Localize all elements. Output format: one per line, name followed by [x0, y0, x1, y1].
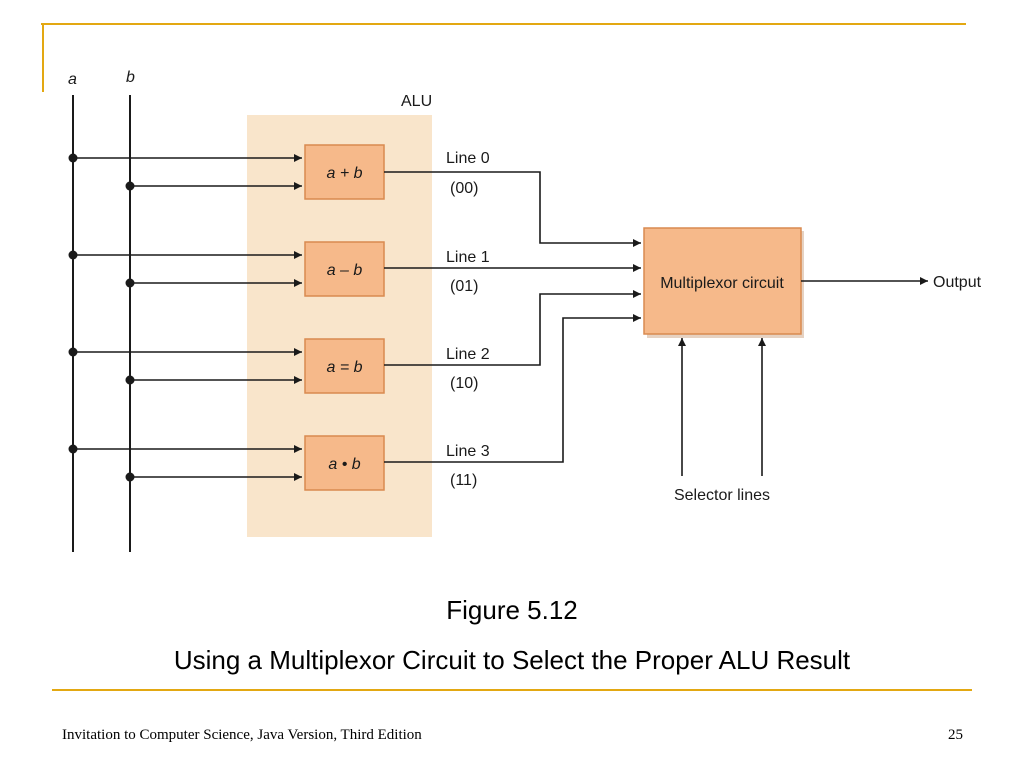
op-label: a • b	[328, 456, 360, 473]
line-code: (11)	[450, 472, 477, 489]
op-label: a + b	[326, 165, 362, 182]
input-b-label: b	[126, 69, 135, 86]
line-3-wire	[384, 314, 641, 463]
input-a-label: a	[68, 71, 77, 88]
alu-label: ALU	[401, 93, 432, 110]
line-label: Line 1	[446, 249, 490, 266]
line-code: (10)	[450, 375, 478, 392]
multiplexor-label: Multiplexor circuit	[660, 275, 784, 292]
line-label: Line 0	[446, 150, 490, 167]
line-0-wire	[384, 171, 641, 247]
line-label: Line 2	[446, 346, 490, 363]
operation-row: a = b Line 2 (10)	[68, 338, 490, 394]
selector-label: Selector lines	[674, 487, 770, 504]
line-2-wire	[384, 290, 641, 366]
multiplexor-box	[643, 227, 802, 335]
op-box-subtract	[304, 241, 385, 297]
footer-page-number: 25	[948, 727, 963, 743]
operation-row: a – b Line 1 (01)	[68, 241, 490, 297]
op-box-add	[304, 144, 385, 200]
op-label: a = b	[326, 359, 362, 376]
output-label: Output	[933, 274, 982, 291]
line-label: Line 3	[446, 443, 490, 460]
operation-row: a + b Line 0 (00)	[68, 144, 490, 200]
op-box-and	[304, 435, 385, 491]
op-label: a – b	[327, 262, 363, 279]
line-code: (00)	[450, 180, 478, 197]
operation-row: a • b Line 3 (11)	[68, 435, 490, 491]
op-box-compare	[304, 338, 385, 394]
line-code: (01)	[450, 278, 478, 295]
figure-title: Using a Multiplexor Circuit to Select th…	[173, 645, 851, 675]
figure-number: Figure 5.12	[446, 595, 578, 625]
footer-book-title: Invitation to Computer Science, Java Ver…	[62, 727, 422, 743]
diagram-background	[52, 68, 986, 556]
